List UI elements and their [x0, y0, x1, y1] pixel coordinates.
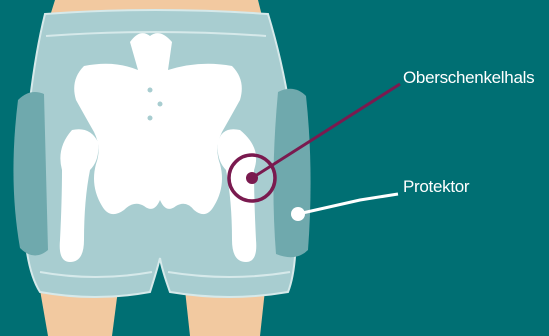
- sacrum-dot: [148, 88, 153, 93]
- sacrum-dot: [148, 116, 153, 121]
- protector-pointer-line: [298, 194, 398, 214]
- protector-label: Protektor: [403, 177, 469, 197]
- sacrum-dot: [158, 102, 163, 107]
- right-protector-pad: [273, 89, 310, 257]
- femoral-neck-label: Oberschenkelhals: [403, 68, 534, 88]
- left-protector-pad: [13, 92, 48, 256]
